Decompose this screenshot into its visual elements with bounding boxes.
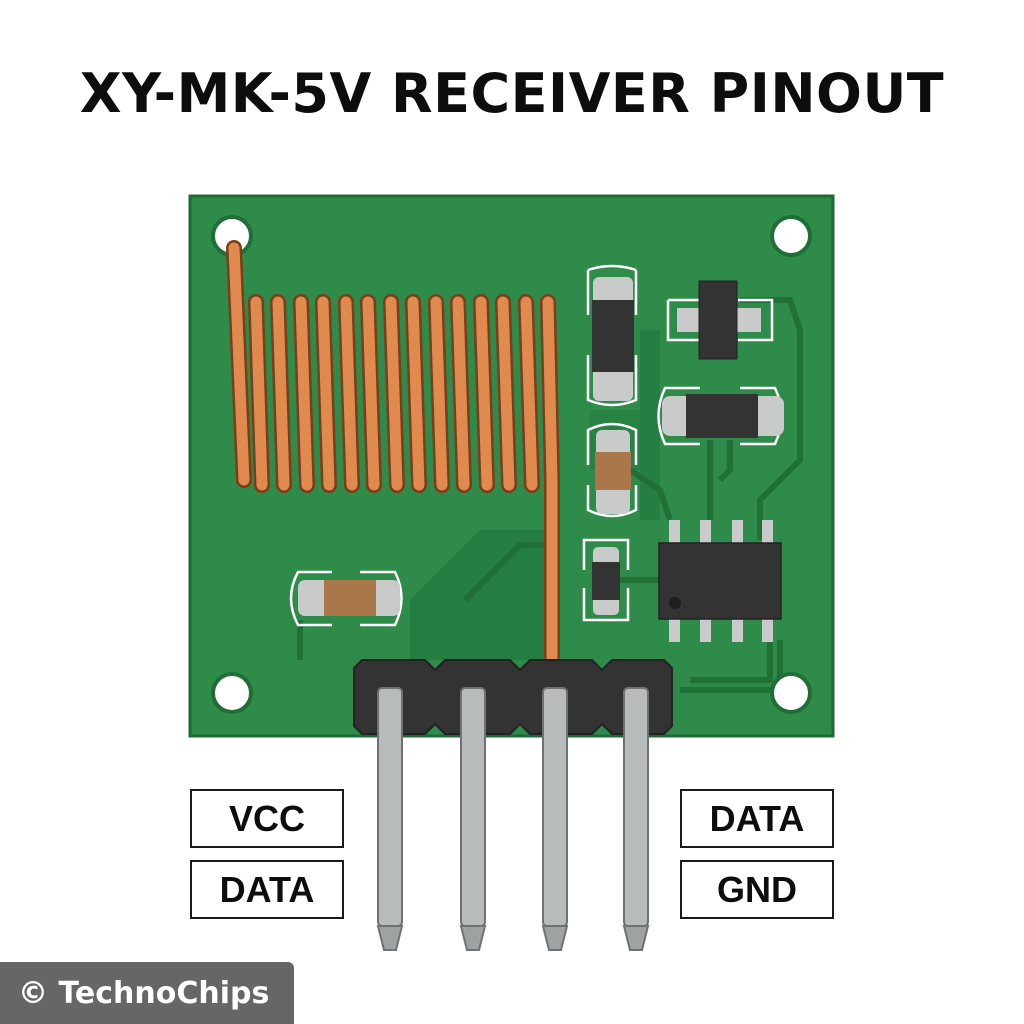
pin-header [353,659,673,735]
smd-capacitor-vertical [586,422,638,518]
sot23-transistor [666,280,774,360]
pin-4-gnd [622,687,650,951]
pin-label-gnd: GND [680,860,834,919]
copyright-badge: © TechnoChips [0,962,294,1024]
pin-3-data [541,687,569,951]
pin-label-data-right: DATA [680,789,834,848]
pin-label-data-left: DATA [190,860,344,919]
antenna-coil [226,240,560,670]
header-pins [376,687,650,951]
pin-label-vcc: VCC [190,789,344,848]
pin-2-data [459,687,487,951]
smd-resistor-vertical [586,264,638,407]
pin-1-vcc [376,687,404,951]
smd-capacitor-horizontal [289,570,403,627]
soic8-ic [658,520,782,642]
smd-resistor-small [582,538,630,622]
smd-resistor-horizontal [657,386,784,446]
diagram-title: XY-MK-5V RECEIVER PINOUT [79,62,945,125]
